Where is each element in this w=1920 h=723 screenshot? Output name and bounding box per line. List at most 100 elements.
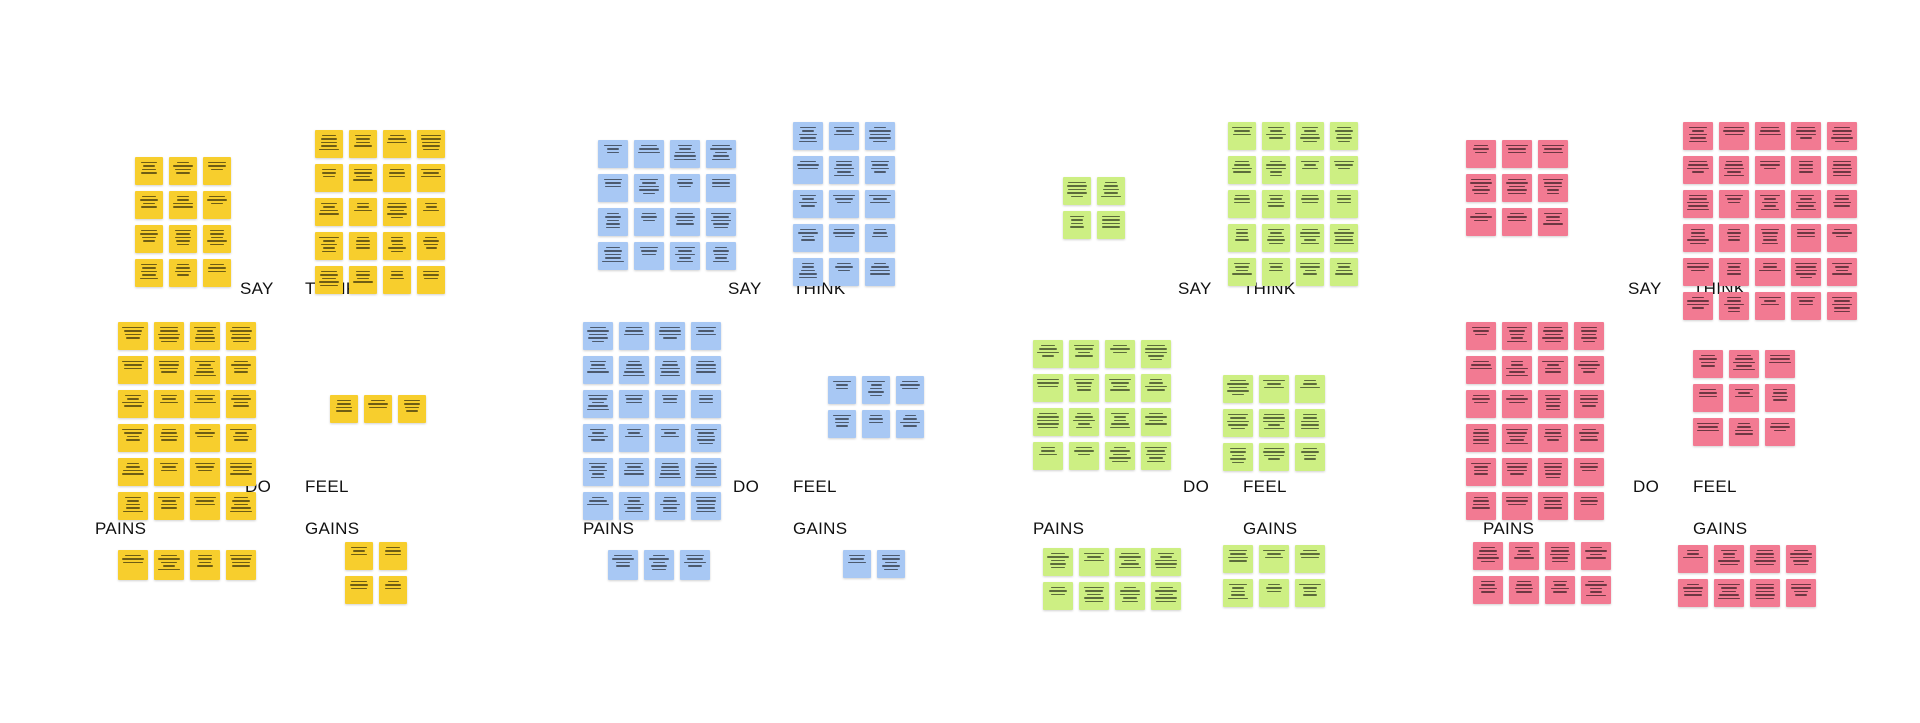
sticky-note[interactable] bbox=[793, 258, 823, 286]
sticky-note[interactable] bbox=[1502, 356, 1532, 384]
sticky-note[interactable] bbox=[226, 458, 256, 486]
sticky-note[interactable] bbox=[169, 259, 197, 287]
sticky-note[interactable] bbox=[379, 542, 407, 570]
sticky-note[interactable] bbox=[379, 576, 407, 604]
sticky-note[interactable] bbox=[1502, 208, 1532, 236]
sticky-note[interactable] bbox=[349, 232, 377, 260]
sticky-note[interactable] bbox=[793, 190, 823, 218]
sticky-note[interactable] bbox=[829, 190, 859, 218]
sticky-note[interactable] bbox=[829, 258, 859, 286]
sticky-note[interactable] bbox=[865, 156, 895, 184]
sticky-note[interactable] bbox=[1502, 322, 1532, 350]
sticky-note[interactable] bbox=[154, 424, 184, 452]
sticky-note[interactable] bbox=[190, 424, 220, 452]
sticky-note[interactable] bbox=[190, 356, 220, 384]
sticky-note[interactable] bbox=[1330, 190, 1358, 218]
sticky-note[interactable] bbox=[1827, 156, 1857, 184]
sticky-note[interactable] bbox=[1678, 579, 1708, 607]
sticky-note[interactable] bbox=[1295, 545, 1325, 573]
sticky-note[interactable] bbox=[1719, 122, 1749, 150]
sticky-note[interactable] bbox=[1750, 545, 1780, 573]
sticky-note[interactable] bbox=[1827, 224, 1857, 252]
sticky-note[interactable] bbox=[1296, 190, 1324, 218]
sticky-note[interactable] bbox=[1097, 177, 1125, 205]
sticky-note[interactable] bbox=[862, 410, 890, 438]
sticky-note[interactable] bbox=[1765, 384, 1795, 412]
sticky-note[interactable] bbox=[1729, 418, 1759, 446]
sticky-note[interactable] bbox=[1545, 542, 1575, 570]
sticky-note[interactable] bbox=[865, 258, 895, 286]
sticky-note[interactable] bbox=[203, 225, 231, 253]
sticky-note[interactable] bbox=[1502, 174, 1532, 202]
sticky-note[interactable] bbox=[1538, 390, 1568, 418]
sticky-note[interactable] bbox=[1141, 340, 1171, 368]
sticky-note[interactable] bbox=[706, 242, 736, 270]
sticky-note[interactable] bbox=[655, 492, 685, 520]
sticky-note[interactable] bbox=[1693, 418, 1723, 446]
sticky-note[interactable] bbox=[203, 157, 231, 185]
sticky-note[interactable] bbox=[1141, 374, 1171, 402]
sticky-note[interactable] bbox=[691, 390, 721, 418]
sticky-note[interactable] bbox=[154, 458, 184, 486]
sticky-note[interactable] bbox=[1228, 190, 1256, 218]
sticky-note[interactable] bbox=[1228, 156, 1256, 184]
sticky-note[interactable] bbox=[1545, 576, 1575, 604]
sticky-note[interactable] bbox=[1827, 122, 1857, 150]
sticky-note[interactable] bbox=[154, 390, 184, 418]
sticky-note[interactable] bbox=[1228, 122, 1256, 150]
sticky-note[interactable] bbox=[634, 208, 664, 236]
sticky-note[interactable] bbox=[1223, 545, 1253, 573]
sticky-note[interactable] bbox=[383, 266, 411, 294]
sticky-note[interactable] bbox=[349, 266, 377, 294]
sticky-note[interactable] bbox=[793, 122, 823, 150]
sticky-note[interactable] bbox=[1509, 542, 1539, 570]
sticky-note[interactable] bbox=[154, 550, 184, 580]
sticky-note[interactable] bbox=[680, 550, 710, 580]
sticky-note[interactable] bbox=[1683, 190, 1713, 218]
sticky-note[interactable] bbox=[865, 224, 895, 252]
sticky-note[interactable] bbox=[691, 458, 721, 486]
sticky-note[interactable] bbox=[1063, 177, 1091, 205]
sticky-note[interactable] bbox=[1765, 350, 1795, 378]
sticky-note[interactable] bbox=[1141, 442, 1171, 470]
sticky-note[interactable] bbox=[828, 410, 856, 438]
sticky-note[interactable] bbox=[1714, 579, 1744, 607]
sticky-note[interactable] bbox=[1719, 258, 1749, 286]
sticky-note[interactable] bbox=[1262, 258, 1290, 286]
sticky-note[interactable] bbox=[608, 550, 638, 580]
sticky-note[interactable] bbox=[1755, 292, 1785, 320]
sticky-note[interactable] bbox=[383, 164, 411, 192]
sticky-note[interactable] bbox=[1296, 122, 1324, 150]
sticky-note[interactable] bbox=[1791, 122, 1821, 150]
sticky-note[interactable] bbox=[1033, 374, 1063, 402]
sticky-note[interactable] bbox=[1262, 190, 1290, 218]
sticky-note[interactable] bbox=[877, 550, 905, 578]
sticky-note[interactable] bbox=[417, 198, 445, 226]
sticky-note[interactable] bbox=[1693, 384, 1723, 412]
sticky-note[interactable] bbox=[634, 242, 664, 270]
sticky-note[interactable] bbox=[1574, 458, 1604, 486]
sticky-note[interactable] bbox=[226, 424, 256, 452]
sticky-note[interactable] bbox=[1750, 579, 1780, 607]
sticky-note[interactable] bbox=[1105, 374, 1135, 402]
sticky-note[interactable] bbox=[583, 458, 613, 486]
sticky-note[interactable] bbox=[583, 492, 613, 520]
sticky-note[interactable] bbox=[315, 266, 343, 294]
sticky-note[interactable] bbox=[1538, 356, 1568, 384]
sticky-note[interactable] bbox=[1043, 582, 1073, 610]
sticky-note[interactable] bbox=[1259, 579, 1289, 607]
sticky-note[interactable] bbox=[1330, 122, 1358, 150]
sticky-note[interactable] bbox=[634, 174, 664, 202]
sticky-note[interactable] bbox=[417, 164, 445, 192]
sticky-note[interactable] bbox=[135, 157, 163, 185]
sticky-note[interactable] bbox=[315, 232, 343, 260]
sticky-note[interactable] bbox=[1466, 492, 1496, 520]
sticky-note[interactable] bbox=[655, 322, 685, 350]
sticky-note[interactable] bbox=[1033, 340, 1063, 368]
sticky-note[interactable] bbox=[583, 390, 613, 418]
sticky-note[interactable] bbox=[1151, 548, 1181, 576]
sticky-note[interactable] bbox=[1466, 424, 1496, 452]
sticky-note[interactable] bbox=[154, 492, 184, 520]
sticky-note[interactable] bbox=[203, 191, 231, 219]
sticky-note[interactable] bbox=[670, 140, 700, 168]
